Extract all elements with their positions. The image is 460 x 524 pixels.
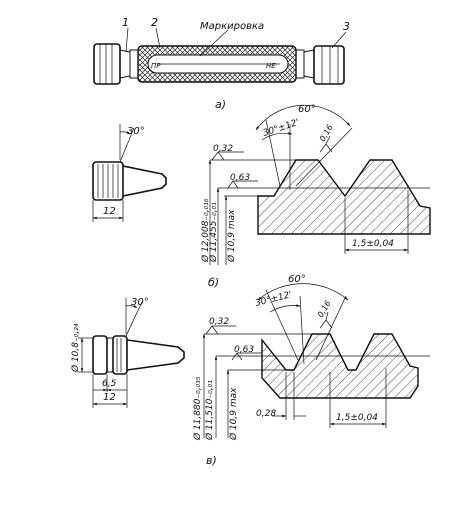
caption-v: в) — [206, 454, 217, 467]
v-roughness-mid: 0,63 — [234, 345, 254, 355]
v-pitch: 1,5±0,04 — [336, 413, 378, 423]
thread-profile-b — [208, 104, 431, 265]
callout-3: 3 — [343, 20, 350, 33]
b-roughness-top: 0,32 — [213, 144, 233, 154]
gauge-figure-a — [93, 27, 347, 85]
v-length-short: 6,5 — [102, 379, 117, 389]
plug-v-thread — [112, 335, 128, 375]
v-roughness-flank: 0,16 — [316, 299, 333, 319]
v-root-width: 0,28 — [256, 409, 276, 419]
b-dia-inner: Ø 10,9 max — [226, 209, 237, 263]
b-half-angle: 30°±12' — [262, 118, 301, 139]
b-length: 12 — [103, 206, 116, 217]
b-thread-angle: 60° — [298, 104, 316, 115]
b-dia-pitch: Ø 11,455₋₀,₀₁ — [208, 202, 219, 263]
gauge-nogo-end — [313, 45, 345, 85]
thread-profile-v — [202, 283, 430, 438]
v-chamfer-angle: 30° — [131, 297, 149, 308]
plug-b-thread — [92, 161, 124, 201]
b-roughness-mid: 0,63 — [230, 173, 250, 183]
plug-figure-b — [92, 124, 167, 222]
thread-v-section — [261, 333, 419, 399]
b-pitch: 1,5±0,04 — [352, 239, 394, 249]
caption-a: а) — [215, 98, 226, 111]
mark-nogo: НЕ — [266, 62, 276, 70]
v-dia-inner: Ø 10,9 max — [228, 387, 239, 441]
plug-figure-v — [78, 298, 185, 408]
v-dia-pitch: Ø 11,510₋₀,₀₁ — [204, 380, 215, 441]
v-length: 12 — [103, 392, 116, 403]
b-roughness-flank: 0,16 — [318, 123, 335, 143]
callout-2: 2 — [151, 16, 158, 29]
v-dia-outer: Ø 11,880₋₀,₀₃₅ — [192, 376, 203, 441]
v-roughness-top: 0,32 — [209, 317, 229, 327]
b-chamfer-angle: 30° — [127, 126, 145, 137]
gauge-go-end — [93, 43, 121, 85]
plug-v-shank — [92, 335, 108, 375]
v-dia-neck: Ø 10,8₋₀,₂₄ — [70, 323, 81, 373]
marking-label: Маркировка — [200, 21, 264, 32]
mark-go: ПР — [151, 62, 161, 70]
thread-b-section — [257, 159, 431, 235]
callout-1: 1 — [122, 16, 129, 29]
b-dia-outer: Ø 12,008₋₀,₀₁₆ — [200, 198, 211, 263]
caption-b: б) — [208, 276, 219, 289]
v-thread-angle: 60° — [288, 274, 306, 285]
